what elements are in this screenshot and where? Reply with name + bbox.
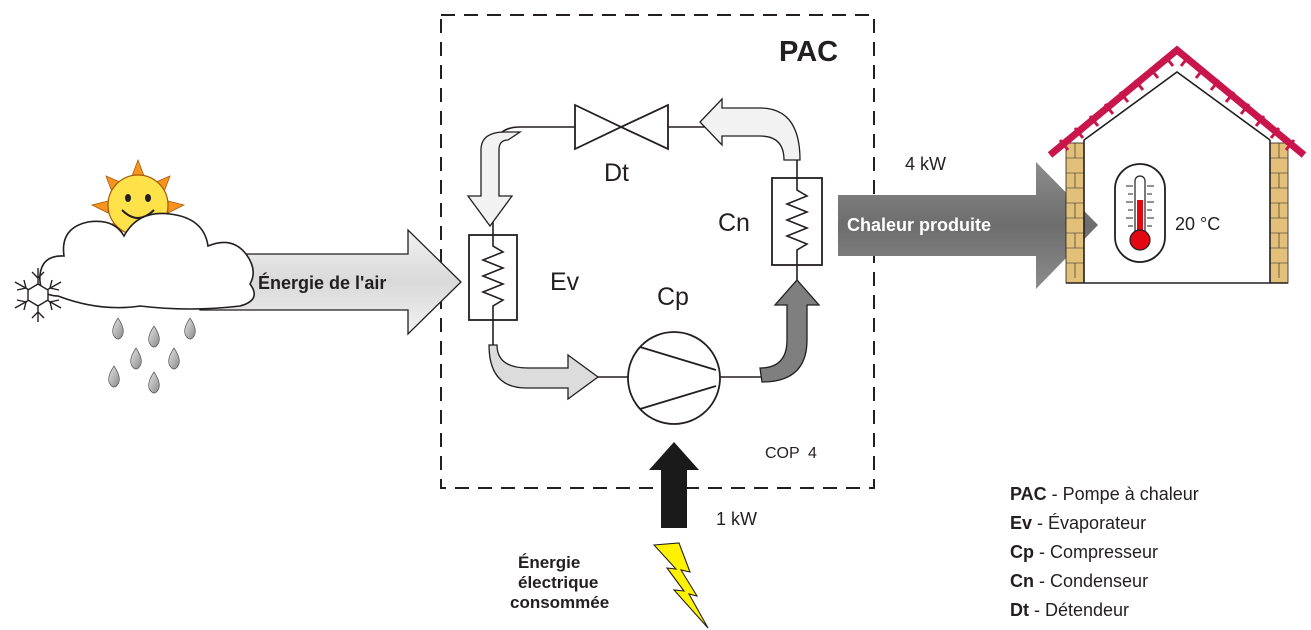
cop-value: 4: [808, 445, 817, 462]
electric-power-label: 1 kW: [716, 509, 757, 529]
legend-desc: - Condenseur: [1034, 571, 1148, 591]
heat-produced-label: Chaleur produite: [847, 215, 991, 235]
flow-arrow-bottom-right: [759, 279, 821, 383]
flow-arrow-top-left: [466, 131, 523, 228]
legend-desc: - Détendeur: [1029, 600, 1129, 620]
legend-abbr: PAC: [1010, 484, 1047, 504]
legend-abbr: Cp: [1010, 542, 1034, 562]
house-icon: [1047, 45, 1307, 284]
legend-item: Cn - Condenseur: [1010, 571, 1148, 591]
legend-desc: - Compresseur: [1034, 542, 1158, 562]
condenser-icon: [771, 177, 823, 266]
electric-label-line1: Énergie: [518, 553, 580, 572]
legend-item: Cp - Compresseur: [1010, 542, 1158, 562]
flow-arrow-bottom-left: [488, 344, 600, 401]
compressor-icon: [627, 331, 721, 425]
legend-abbr: Cn: [1010, 571, 1034, 591]
legend-item: PAC - Pompe à chaleur: [1010, 484, 1199, 504]
compressor-label: Cp: [657, 283, 689, 311]
expansion-valve-icon: [574, 103, 669, 151]
cop-label: COP: [765, 445, 800, 462]
thermometer-icon: [1114, 163, 1166, 263]
legend-item: Ev - Évaporateur: [1010, 513, 1146, 533]
legend-desc: - Pompe à chaleur: [1047, 484, 1199, 504]
air-energy-label: Énergie de l'air: [258, 272, 386, 293]
expansion-valve-label: Dt: [604, 159, 629, 187]
heat-produced-arrow: [838, 162, 1098, 289]
rain-drops-icon: [108, 317, 196, 394]
electric-label-line3: consommée: [510, 593, 609, 612]
evaporator-label: Ev: [550, 268, 580, 296]
legend-item: Dt - Détendeur: [1010, 600, 1129, 620]
electric-label-line2: électrique: [518, 573, 598, 592]
refrigerant-circuit: [492, 126, 798, 378]
lightning-icon: [652, 542, 709, 629]
evaporator-icon: [468, 234, 518, 321]
air-energy-arrow: [199, 228, 462, 336]
pac-title: PAC: [779, 36, 838, 68]
condenser-label: Cn: [718, 209, 750, 237]
legend: PAC - Pompe à chaleur Ev - Évaporateur C…: [1010, 484, 1199, 620]
legend-abbr: Dt: [1010, 600, 1029, 620]
legend-abbr: Ev: [1010, 513, 1032, 533]
electric-energy-arrow: [649, 442, 699, 528]
heat-power-label: 4 kW: [905, 154, 946, 174]
snowflake-icon: [14, 268, 62, 322]
cloud-icon: [39, 212, 256, 310]
house-temperature: 20 °C: [1175, 214, 1220, 234]
legend-desc: - Évaporateur: [1032, 513, 1146, 533]
flow-arrow-top-right: [699, 97, 801, 161]
